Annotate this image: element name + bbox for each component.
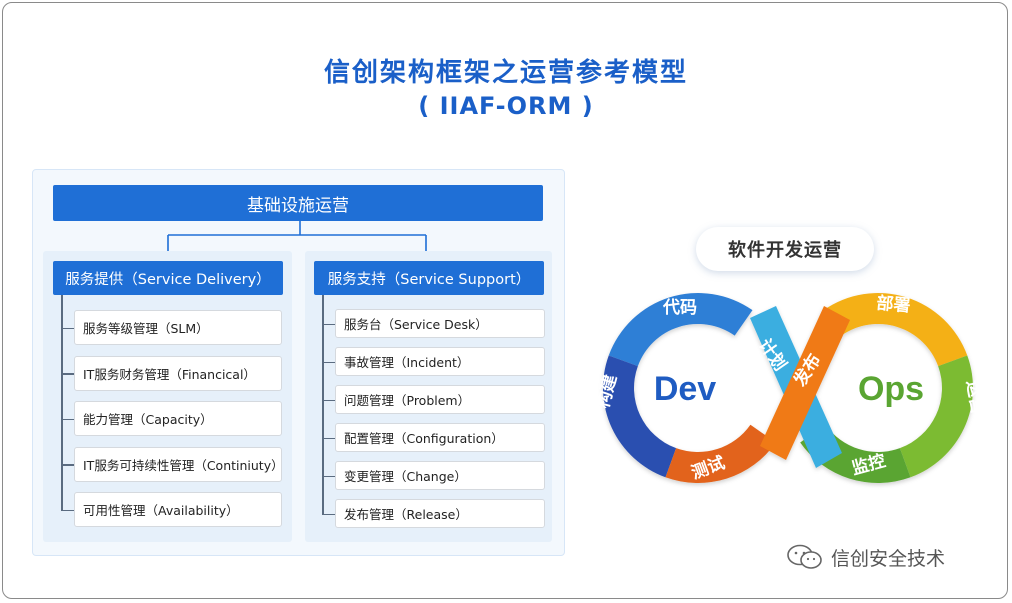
test-segment — [665, 424, 776, 483]
service-support-tree-branch — [322, 437, 335, 439]
service-delivery-tree-branch — [61, 464, 74, 466]
service-support-tree-branch — [322, 361, 335, 363]
watermark-text: 信创安全技术 — [831, 547, 946, 570]
service-delivery-tree-line — [61, 295, 63, 510]
page-subtitle: ( IIAF-ORM ) — [418, 92, 594, 120]
stage-label-deploy: 部署 — [876, 293, 912, 317]
service-support-tree-line — [322, 295, 324, 514]
page-title: 信创架构框架之运营参考模型 — [323, 58, 688, 88]
service-support-tree-branch — [322, 399, 335, 401]
infra-connector-lines — [167, 221, 427, 251]
service-support-item: 服务台（Service Desk） — [335, 309, 545, 338]
stage-label-code: 代码 — [662, 297, 697, 318]
service-delivery-item: IT服务财务管理（Financical） — [74, 355, 282, 391]
service-delivery-item: 可用性管理（Availability） — [74, 492, 282, 527]
service-support-tree-branch — [322, 323, 335, 325]
service-delivery-header: 服务提供（Service Delivery） — [53, 261, 283, 295]
deploy-segment — [823, 292, 968, 367]
devops-title: 软件开发运营 — [696, 227, 874, 271]
code-segment — [608, 293, 753, 367]
service-support-item: 发布管理（Release） — [335, 499, 545, 528]
devops-infinity-loop: Dev Ops 代码构建测试计划发布部署运营监控 — [592, 292, 989, 484]
service-delivery-tree-branch — [61, 509, 74, 511]
release-segment — [760, 306, 850, 460]
operate-segment — [899, 355, 973, 478]
build-segment — [603, 355, 677, 478]
watermark: 信创安全技术 — [785, 543, 945, 571]
service-support-header: 服务支持（Service Support） — [314, 261, 544, 295]
service-support-tree-branch — [322, 513, 335, 515]
service-support-item: 问题管理（Problem） — [335, 385, 545, 414]
service-support-item: 配置管理（Configuration） — [335, 423, 545, 452]
service-delivery-tree-branch — [61, 418, 74, 420]
service-delivery-item: IT服务可持续性管理（Continiuty） — [74, 446, 284, 482]
service-support-item: 事故管理（Incident） — [335, 347, 545, 376]
dev-label: Dev — [654, 370, 716, 408]
infra-ops-header: 基础设施运营 — [53, 185, 543, 221]
ops-label: Ops — [858, 370, 924, 408]
service-delivery-tree-branch — [61, 373, 74, 375]
wechat-icon — [787, 544, 822, 569]
service-delivery-item: 能力管理（Capacity） — [74, 401, 282, 436]
service-delivery-item: 服务等级管理（SLM） — [74, 310, 282, 345]
service-support-tree-branch — [322, 475, 335, 477]
service-delivery-tree-branch — [61, 327, 74, 329]
service-support-item: 变更管理（Change） — [335, 461, 545, 490]
